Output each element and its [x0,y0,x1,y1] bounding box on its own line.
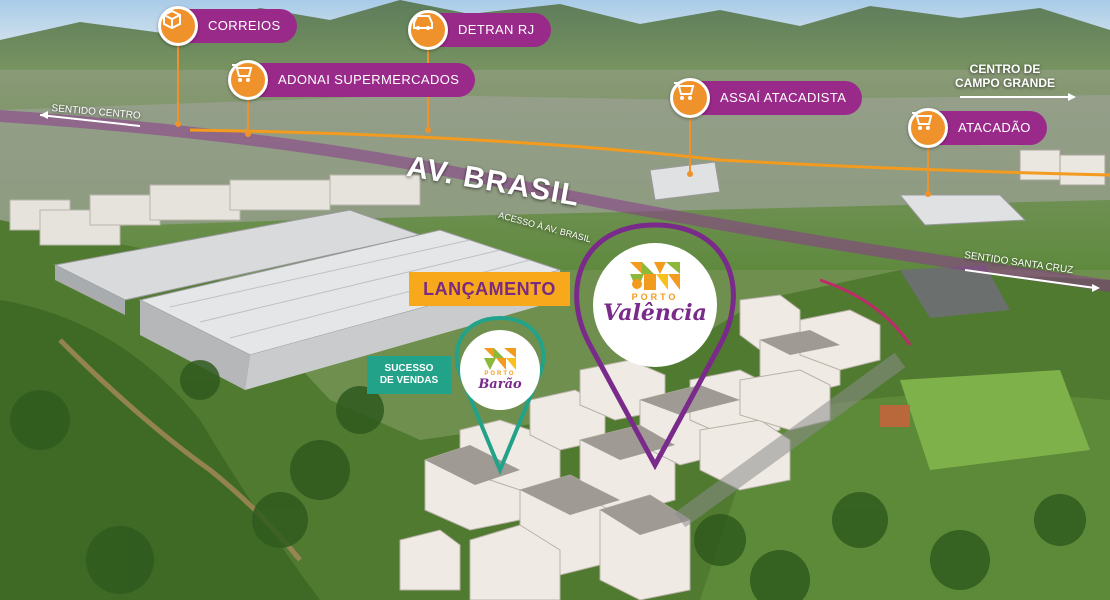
shopping-cart-icon [228,60,268,100]
valencia-main: Valência [603,300,707,326]
lancamento-badge: LANÇAMENTO [409,272,570,306]
package-icon [158,6,198,46]
poi-label: ADONAI SUPERMERCADOS [254,63,476,97]
sucesso-badge: SUCESSO DE VENDAS [367,356,451,394]
poi-correios: CORREIOS [158,6,297,46]
porto-barao-logo: PORTO Barão [472,371,528,392]
sucesso-line-1: SUCESSO [384,363,434,374]
poi-atacadao: ATACADÃO [908,108,1047,148]
poi-detran-rj: DETRAN RJ [408,10,551,50]
shopping-cart-icon [670,78,710,118]
valencia-top: PORTO [631,292,679,302]
porto-valencia-logo: PORTO Valência [600,292,710,326]
centro-line-1: CENTRO DE [969,62,1041,76]
barao-top: PORTO [484,371,516,377]
centro-line-2: CAMPO GRANDE [955,76,1056,90]
shopping-cart-icon [908,108,948,148]
car-icon [408,10,448,50]
poi-label: ATACADÃO [934,111,1047,145]
sucesso-line-2: DE VENDAS [379,375,439,386]
poi-assai-atacadista: ASSAÍ ATACADISTA [670,78,863,118]
centro-campo-grande-label: CENTRO DE CAMPO GRANDE [955,62,1055,90]
poi-label: ASSAÍ ATACADISTA [696,81,863,115]
barao-main: Barão [478,377,522,392]
poi-label: CORREIOS [184,9,297,43]
poi-label: DETRAN RJ [434,13,551,47]
poi-adonai-supermercados: ADONAI SUPERMERCADOS [228,60,476,100]
